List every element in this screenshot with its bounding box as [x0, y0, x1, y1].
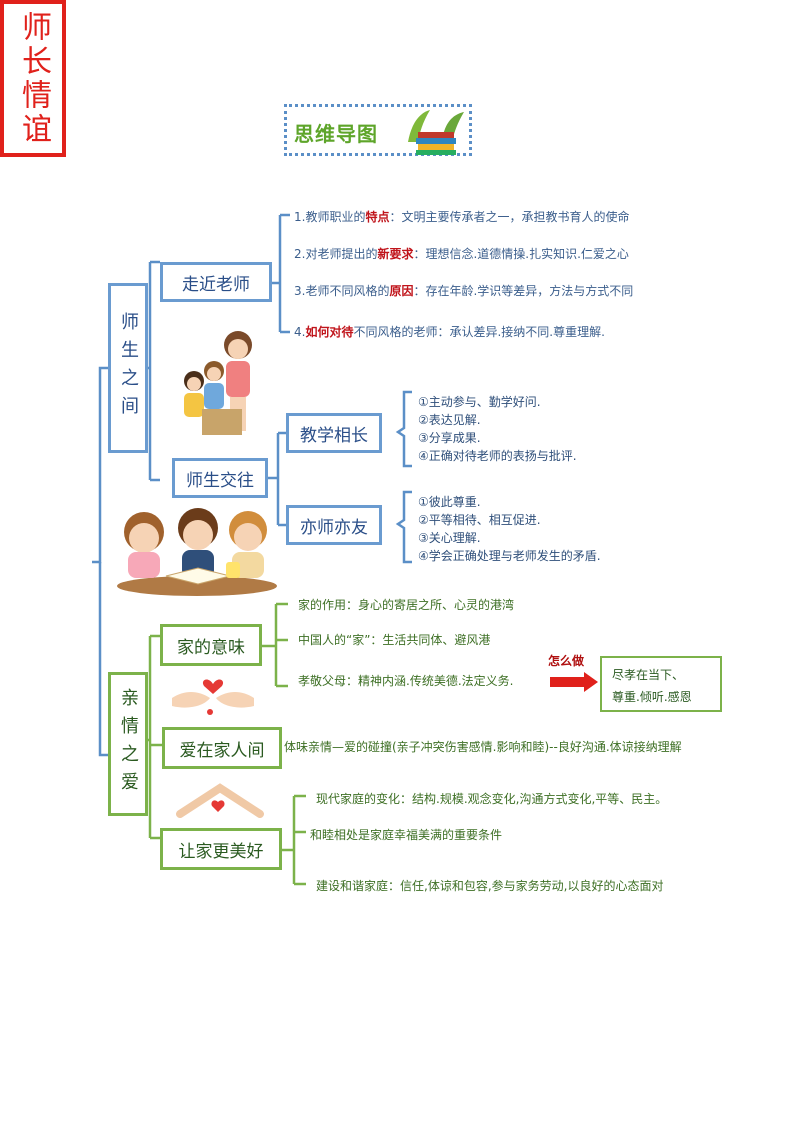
students-reading-illustration: [117, 508, 277, 596]
list-item: ①彼此尊重.: [418, 495, 481, 509]
list-item: 和睦相处是家庭幸福美满的重要条件: [310, 828, 503, 842]
answer-line: 尽孝在当下、: [612, 668, 685, 682]
list-item: 1.教师职业的特点：文明主要传承者之一，承担教书育人的使命: [294, 210, 630, 224]
node-meaning-of-home-label: 家的意味: [177, 637, 245, 658]
node-interaction-label: 师生交往: [186, 470, 254, 491]
node-teacher-friend: 亦师亦友: [286, 505, 382, 545]
node-teaching-learning: 教学相长: [286, 413, 382, 453]
node-better-home-label: 让家更美好: [178, 841, 264, 862]
hands-heart-illustration: [172, 679, 254, 715]
root-label: 师长情谊: [16, 10, 51, 147]
node-better-home: 让家更美好: [160, 828, 282, 870]
list-item: ①主动参与、勤学好问.: [418, 395, 541, 409]
books-plant-icon: [408, 110, 464, 155]
list-item: ③关心理解.: [418, 531, 481, 545]
list-item: 孝敬父母：精神内涵.传统美德.法定义务.: [298, 674, 514, 688]
list-item: ③分享成果.: [418, 431, 481, 445]
how-to-do-label: 怎么做: [548, 654, 585, 668]
branch-family-love: 亲情之爱: [108, 672, 148, 816]
branch-family-love-label: 亲情之爱: [118, 688, 139, 800]
list-item: ④正确对待老师的表扬与批评.: [418, 449, 577, 463]
teacher-students-illustration: [184, 331, 252, 435]
filial-answer-box: 尽孝在当下、 尊重.倾听.感恩: [600, 656, 722, 712]
list-item: 2.对老师提出的新要求：理想信念.道德情操.扎实知识.仁爱之心: [294, 247, 629, 261]
node-meaning-of-home: 家的意味: [160, 624, 262, 666]
list-item: 建设和谐家庭：信任,体谅和包容,参与家务劳动,以良好的心态面对: [316, 879, 664, 893]
list-item: 中国人的“家”：生活共同体、避风港: [298, 633, 491, 647]
list-item: ④学会正确处理与老师发生的矛盾.: [418, 549, 601, 563]
branch-teacher-student-label: 师生之间: [118, 312, 139, 424]
list-item: 3.老师不同风格的原因：存在年龄.学识等差异，方法与方式不同: [294, 284, 634, 298]
teaching-learning-list: ①主动参与、勤学好问. ②表达见解. ③分享成果. ④正确对待老师的表扬与批评.: [418, 393, 577, 465]
node-love-among-family: 爱在家人间: [162, 727, 282, 769]
node-approach-teacher-label: 走近老师: [182, 274, 250, 295]
list-item: ②平等相待、相互促进.: [418, 513, 541, 527]
teacher-friend-list: ①彼此尊重. ②平等相待、相互促进. ③关心理解. ④学会正确处理与老师发生的矛…: [418, 493, 601, 565]
node-love-among-family-label: 爱在家人间: [179, 740, 265, 761]
root-node: 师长情谊: [0, 0, 66, 157]
node-teacher-student-interaction: 师生交往: [172, 458, 268, 498]
list-item: 现代家庭的变化：结构.规模.观念变化,沟通方式变化,平等、民主。: [316, 792, 668, 806]
list-item: ②表达见解.: [418, 413, 481, 427]
node-teaching-learning-label: 教学相长: [300, 425, 368, 446]
arrow-right-icon: [550, 672, 598, 692]
node-teacher-friend-label: 亦师亦友: [300, 517, 368, 538]
roof-hands-illustration: [176, 783, 264, 818]
branch-teacher-student: 师生之间: [108, 283, 148, 453]
list-item: 体味亲情—爱的碰撞(亲子冲突伤害感情.影响和睦)--良好沟通.体谅接纳理解: [284, 740, 682, 754]
list-item: 4.如何对待不同风格的老师：承认差异.接纳不同.尊重理解.: [294, 325, 605, 339]
node-approach-teacher: 走近老师: [160, 262, 272, 302]
list-item: 家的作用：身心的寄居之所、心灵的港湾: [298, 598, 515, 612]
page-title: 思维导图: [294, 122, 378, 146]
answer-line: 尊重.倾听.感恩: [612, 690, 692, 704]
